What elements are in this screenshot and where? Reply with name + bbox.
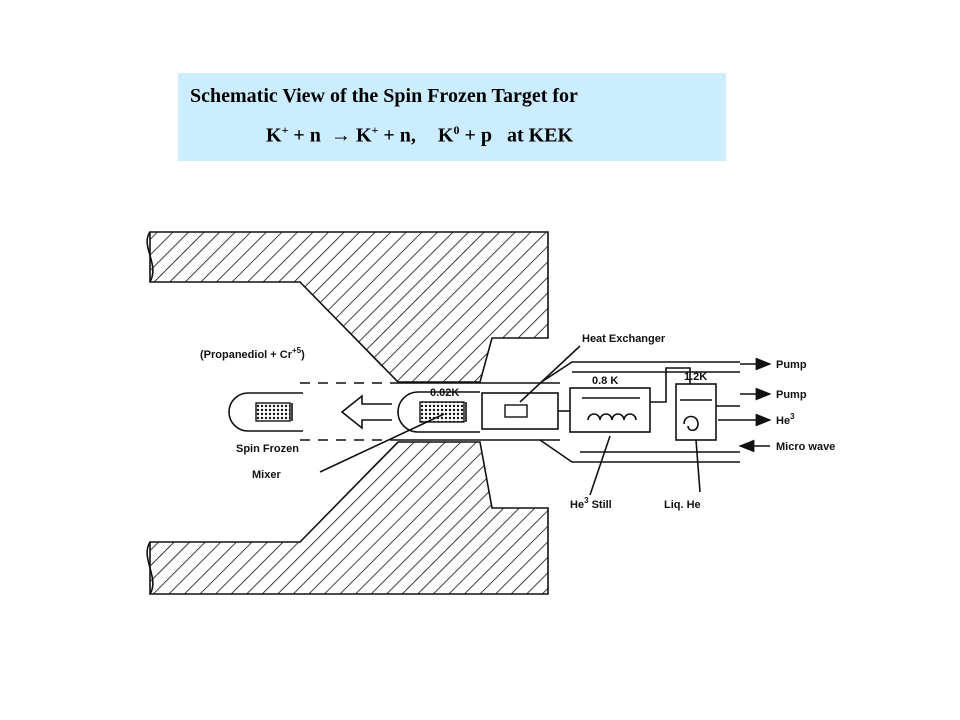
lower-magnet-pole (149, 441, 549, 595)
cryostat-outer (539, 361, 740, 463)
mixer-leader (319, 413, 445, 473)
title-part-c: + p at KEK (459, 124, 574, 147)
temp-08-label: 0.8 K (592, 375, 618, 387)
lower-left-edge (146, 541, 154, 595)
spin-frozen-sample (255, 402, 291, 422)
title-k2-sup: + (371, 123, 379, 137)
temp-12-label: 1.2K (684, 371, 707, 383)
insertion-arrow (340, 394, 392, 430)
liq-he-label: Liq. He (664, 499, 701, 511)
title-part-b: + n, (378, 124, 416, 147)
liq-he-leader (695, 439, 701, 493)
pot-pipe (650, 367, 691, 403)
pump-label-2: Pump (776, 389, 807, 401)
title-k3: K (437, 124, 454, 147)
spin-frozen-capsule (228, 392, 303, 432)
heat-exchanger-core (504, 404, 528, 418)
title-line-2: K+ + n → K+ + n,K0 + p at KEK (266, 123, 573, 148)
he3-still-label: He3 Still (570, 496, 612, 511)
title-k3-sup: 0 (453, 123, 460, 137)
microwave-label: Micro wave (776, 441, 835, 453)
title-line-1: Schematic View of the Spin Frozen Target… (190, 85, 578, 107)
mixer-capsule (397, 391, 480, 433)
upper-magnet-pole (149, 231, 549, 383)
mixer-label: Mixer (252, 469, 281, 481)
still-chamber (569, 387, 651, 433)
heat-exchanger-label: Heat Exchanger (582, 333, 666, 345)
pump-label-1: Pump (776, 359, 807, 371)
title-box: Schematic View of the Spin Frozen Target… (178, 73, 726, 161)
title-part-a: + n → (288, 124, 356, 147)
still-leader (589, 435, 611, 496)
title-k1: K (266, 124, 282, 147)
upper-left-edge (146, 231, 154, 283)
propanediol-label: (Propanediol + Cr+5) (200, 346, 305, 361)
heat-exchanger-leader (519, 345, 581, 403)
mixer-sample (419, 401, 465, 423)
still-coil (587, 413, 637, 421)
pot-coil (683, 415, 699, 432)
title-k2: K (355, 124, 372, 147)
title-k1-sup: + (281, 123, 289, 137)
liquid-he-pot (675, 383, 717, 441)
he3-label: He3 (776, 412, 795, 427)
temp-002-label: 0.02K (430, 387, 459, 399)
spin-frozen-label: Spin Frozen (236, 443, 299, 455)
